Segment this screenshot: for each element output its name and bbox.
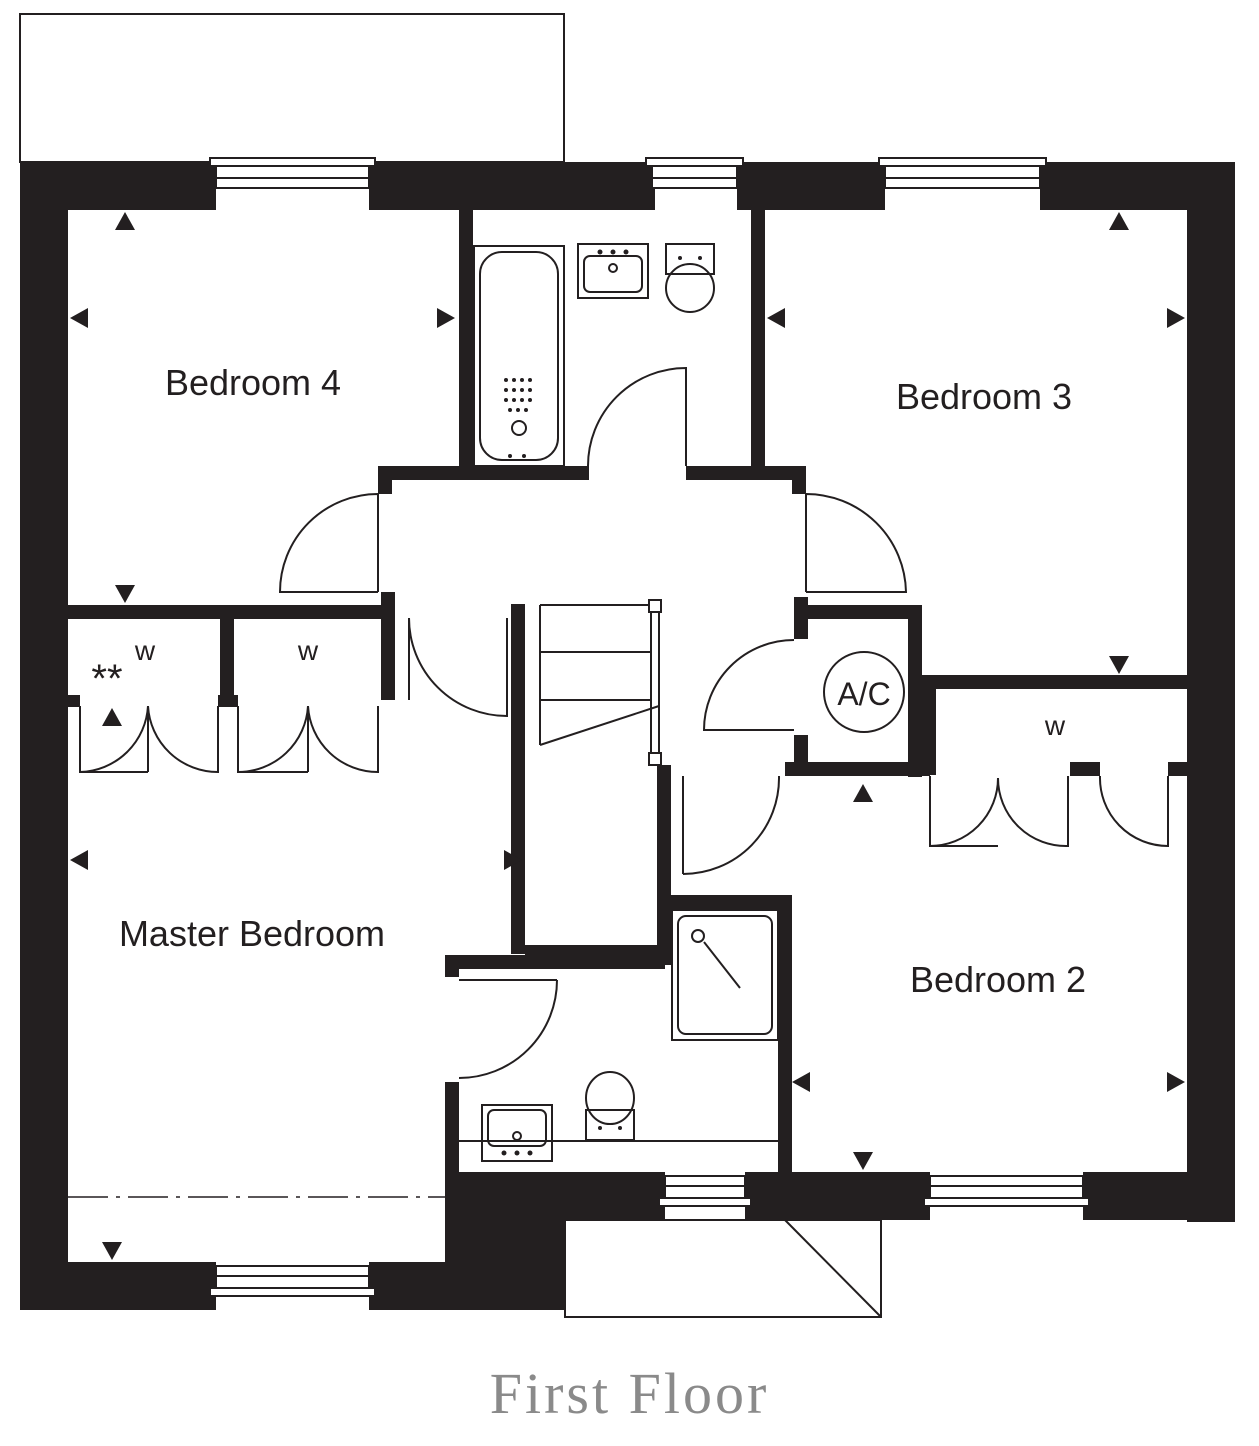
wardrobe-door-2 (237, 705, 309, 774)
staircase (539, 599, 662, 766)
ensuite-basin-icon (481, 1104, 553, 1162)
door-ac (702, 639, 795, 731)
shower-icon (671, 909, 779, 1041)
door-bedroom4 (278, 493, 379, 593)
label-bedroom3: Bedroom 3 (896, 376, 1072, 417)
label-master: Master Bedroom (119, 913, 385, 954)
wardrobe-label-3: w (1044, 710, 1066, 741)
window-bedroom4 (209, 157, 376, 189)
door-ensuite (458, 979, 558, 1079)
label-airing-cupboard: A/C (837, 676, 890, 712)
wardrobe-door-1 (79, 705, 149, 773)
window-bedroom3 (878, 157, 1047, 189)
bathroom-toilet-icon (665, 243, 715, 313)
door-bedroom3 (805, 493, 908, 593)
window-bathroom (645, 157, 744, 189)
floor-caption: First Floor (489, 1361, 770, 1426)
wardrobe-door-3 (929, 776, 999, 847)
note-marker: ** (91, 657, 122, 701)
label-bedroom4: Bedroom 4 (165, 362, 341, 403)
window-bedroom2 (923, 1175, 1090, 1207)
ac-circle (823, 651, 905, 733)
walls (20, 162, 1235, 1310)
dimension-arrows (70, 212, 1185, 1260)
roof-outline-top (19, 13, 565, 163)
door-bedroom2 (682, 775, 781, 875)
label-bedroom2: Bedroom 2 (910, 959, 1086, 1000)
window-master (209, 1265, 376, 1297)
bathroom-basin-icon (577, 243, 649, 299)
wardrobe-label-2: w (297, 635, 319, 666)
wardrobe-label-1: w (134, 635, 156, 666)
door-master (408, 617, 508, 718)
wardrobe-door-4 (1098, 775, 1169, 848)
door-bathroom (587, 366, 687, 480)
window-ensuite (658, 1175, 752, 1207)
bath-icon (473, 245, 565, 467)
ensuite-toilet-icon (585, 1071, 635, 1141)
